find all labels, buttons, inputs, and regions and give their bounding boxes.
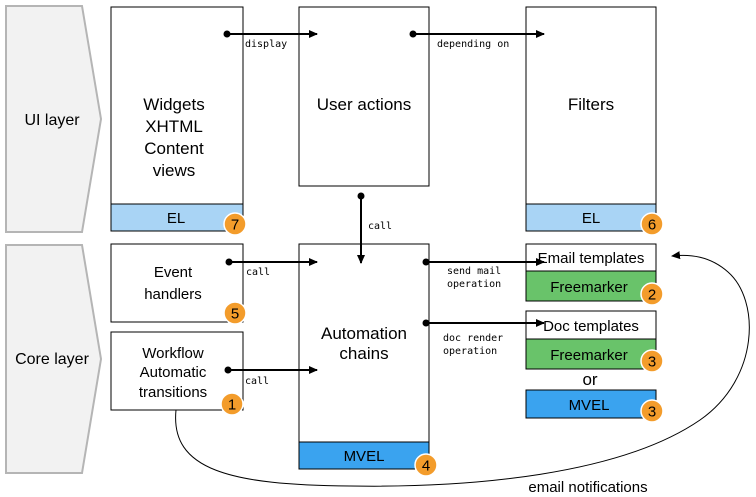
badge-6: 6 [640, 212, 664, 236]
email-templates-box: Email templates Freemarker [525, 243, 657, 302]
ui-layer-label: UI layer [24, 112, 80, 129]
badge-4: 4 [414, 453, 438, 477]
doc-templates-freemarker-band: Freemarker [550, 347, 628, 364]
badge-5: 5 [223, 301, 247, 325]
edge-call-event-label: call [246, 267, 270, 278]
automation-chains-box: Automation chains MVEL [298, 243, 430, 470]
edge-call-workflow-label: call [245, 376, 269, 387]
edge-doc-render-label-2: operation [443, 346, 497, 357]
edge-send-mail-label-1: send mail [447, 266, 501, 277]
widgets-el-band: EL [167, 210, 185, 227]
or-label: or [582, 370, 597, 389]
automation-chains-mvel-band: MVEL [344, 448, 385, 465]
svg-text:2: 2 [648, 287, 656, 304]
workflow-line-2: Automatic [140, 364, 207, 381]
doc-templates-label: Doc templates [543, 318, 639, 335]
user-actions-box: User actions [298, 6, 430, 187]
edge-doc-render-label-1: doc render [443, 333, 503, 344]
core-layer-chevron: Core layer [5, 244, 103, 474]
badge-3-mvel: 3 [640, 399, 664, 423]
edge-display-label: display [245, 39, 287, 50]
badge-2: 2 [640, 282, 664, 306]
svg-text:1: 1 [228, 397, 236, 414]
mvel-alt-label: MVEL [569, 397, 610, 414]
widgets-box: Widgets XHTML Content views EL [110, 6, 244, 232]
edge-call-vertical-label: call [368, 221, 392, 232]
svg-text:3: 3 [648, 354, 656, 371]
filters-box: Filters EL [525, 6, 657, 232]
svg-text:4: 4 [422, 458, 430, 475]
workflow-line-3: transitions [139, 384, 207, 401]
edge-send-mail-label-2: operation [447, 279, 501, 290]
badge-7: 7 [223, 212, 247, 236]
filters-label: Filters [568, 95, 614, 114]
widgets-line-3: Content [144, 139, 204, 158]
edge-call-workflow: call [224, 366, 318, 387]
edge-email-notifications: email notifications [175, 251, 750, 496]
svg-text:6: 6 [648, 217, 656, 234]
badge-1: 1 [220, 392, 244, 416]
automation-chains-line-2: chains [339, 344, 388, 363]
widgets-line-1: Widgets [143, 95, 204, 114]
automation-chains-line-1: Automation [321, 324, 407, 343]
svg-text:7: 7 [231, 217, 239, 234]
edge-depending-on: depending on [409, 30, 545, 50]
widgets-line-4: views [153, 161, 196, 180]
email-templates-label: Email templates [538, 250, 645, 267]
event-handlers-box: Event handlers [110, 243, 244, 323]
svg-text:5: 5 [231, 306, 239, 323]
widgets-line-2: XHTML [145, 117, 203, 136]
user-actions-label: User actions [317, 95, 411, 114]
badge-3-freemarker: 3 [640, 349, 664, 373]
event-handlers-line-2: handlers [144, 286, 202, 303]
svg-text:3: 3 [648, 404, 656, 421]
workflow-line-1: Workflow [142, 345, 204, 362]
email-notifications-label: email notifications [528, 479, 647, 496]
edge-send-mail: send mail operation [422, 258, 545, 290]
workflow-box: Workflow Automatic transitions [110, 331, 244, 411]
event-handlers-line-1: Event [154, 264, 193, 281]
edge-doc-render: doc render operation [422, 319, 545, 357]
ui-layer-chevron: UI layer [5, 5, 103, 233]
email-templates-freemarker-band: Freemarker [550, 279, 628, 296]
edge-display: display [223, 30, 318, 50]
edge-call-event: call [225, 258, 318, 278]
edge-depending-on-label: depending on [437, 39, 509, 50]
doc-templates-box: Doc templates Freemarker [525, 310, 657, 370]
core-layer-label: Core layer [15, 351, 89, 368]
filters-el-band: EL [582, 210, 600, 227]
edge-call-vertical: call [357, 192, 392, 264]
mvel-alt-box: MVEL [525, 389, 657, 419]
